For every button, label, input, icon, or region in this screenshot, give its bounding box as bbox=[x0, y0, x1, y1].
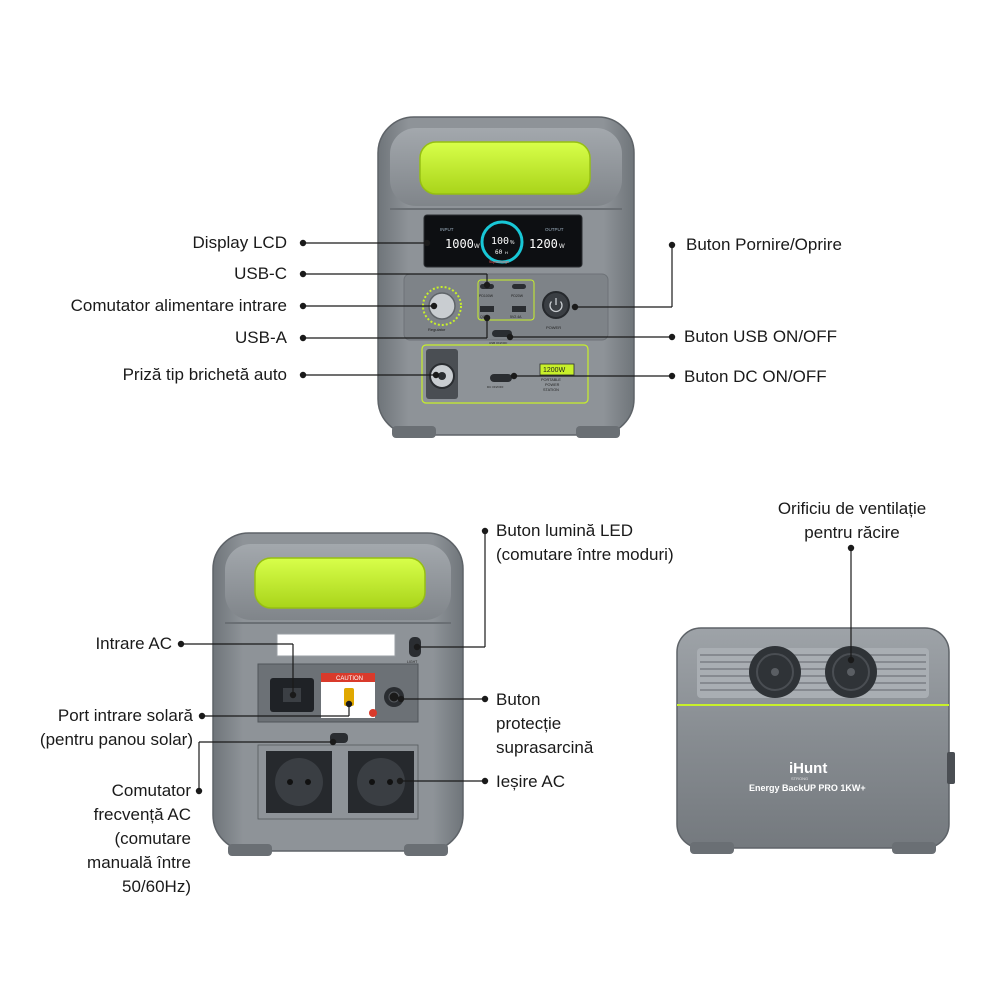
lcd-center-sub-unit: H bbox=[505, 250, 508, 255]
callout-display-lcd: Display LCD bbox=[192, 233, 287, 252]
lcd-battery-ring bbox=[480, 220, 524, 264]
callout-dc-button: Buton DC ON/OFF bbox=[684, 367, 827, 386]
brand-sub-text: STRONG bbox=[791, 776, 808, 781]
power-caption: POWER bbox=[546, 325, 561, 330]
usb-a-right-caption: 5V2.4A bbox=[510, 315, 522, 319]
regulator-caption: Regulator bbox=[428, 327, 446, 332]
callout-overload-button: Buton protecție suprasarcină bbox=[496, 690, 594, 757]
usb-c-right-caption: PD20W bbox=[511, 294, 524, 298]
lcd-input-unit: W bbox=[474, 244, 480, 250]
lcd-center-value: 100 bbox=[491, 236, 509, 247]
usb-c-port-2 bbox=[512, 284, 526, 289]
ac-outlet-1 bbox=[266, 751, 332, 813]
brand-logo-text: iHunt bbox=[789, 760, 827, 777]
callout-car-socket: Priză tip brichetă auto bbox=[122, 365, 287, 384]
station-line-1: PORTABLE bbox=[541, 378, 561, 382]
ac-outlet-2 bbox=[348, 751, 414, 813]
power-rating: 1200W bbox=[543, 367, 566, 374]
station-line-2: POWER bbox=[545, 383, 560, 387]
usb-a-port-2 bbox=[512, 306, 526, 312]
callout-usb-c: USB-C bbox=[234, 264, 287, 283]
station-line-3: STATION bbox=[543, 388, 559, 392]
led-caption: LIGHT bbox=[407, 660, 418, 664]
side-view: iHunt STRONG Energy BackUP PRO 1KW+ bbox=[676, 627, 955, 854]
callout-usb-button: Buton USB ON/OFF bbox=[684, 327, 838, 346]
usb-on-off-button[interactable] bbox=[492, 330, 512, 337]
callout-ac-input: Intrare AC bbox=[95, 634, 172, 653]
usb-c-left-caption: PD100W bbox=[479, 294, 494, 298]
dc-switch-caption: DC ON/OFF bbox=[487, 385, 504, 389]
solar-input-port bbox=[344, 688, 354, 706]
back-light-panel bbox=[276, 633, 396, 657]
cooling-fan-1 bbox=[749, 646, 801, 698]
callout-vent: Orificiu de ventilație pentru răcire bbox=[777, 499, 927, 542]
lcd-input-value: 1000 bbox=[445, 237, 474, 251]
callout-lines bbox=[177, 239, 855, 795]
lcd-output-caption: OUTPUT bbox=[545, 227, 564, 232]
lcd-center-caption: Supercharge bbox=[489, 260, 509, 264]
usb-a-port-1 bbox=[480, 306, 494, 312]
model-name: Energy BackUP PRO 1KW+ bbox=[749, 783, 866, 793]
callout-ac-output: Ieșire AC bbox=[496, 772, 565, 791]
front-handle bbox=[419, 141, 591, 195]
lcd-output-unit: W bbox=[559, 244, 565, 250]
callout-frequency-switch: Comutator frecvență AC (comutare manuală… bbox=[87, 781, 191, 896]
callout-power-button: Buton Pornire/Oprire bbox=[686, 235, 842, 254]
lcd-input-caption: INPUT bbox=[440, 227, 454, 232]
lcd-center-sub: 60 bbox=[495, 249, 503, 256]
callout-led-button: Buton lumină LED (comutare între moduri) bbox=[496, 521, 674, 564]
lcd-output-value: 1200 bbox=[529, 237, 558, 251]
dc-on-off-button[interactable] bbox=[490, 374, 512, 382]
usb-switch-caption: USB ON/OFF bbox=[489, 341, 508, 345]
front-view: INPUT 1000 W 100 % 60 H Supercharge OUTP… bbox=[377, 116, 635, 438]
callout-usb-a: USB-A bbox=[235, 328, 287, 347]
back-view: LIGHT CAUTION bbox=[212, 532, 464, 856]
lcd-screen bbox=[423, 214, 583, 268]
callout-input-switch: Comutator alimentare intrare bbox=[70, 296, 287, 315]
caution-label: CAUTION bbox=[336, 676, 363, 682]
back-handle bbox=[254, 557, 426, 609]
callout-solar-input: Port intrare solară (pentru panou solar) bbox=[39, 706, 193, 749]
lcd-center-unit: % bbox=[510, 240, 515, 246]
